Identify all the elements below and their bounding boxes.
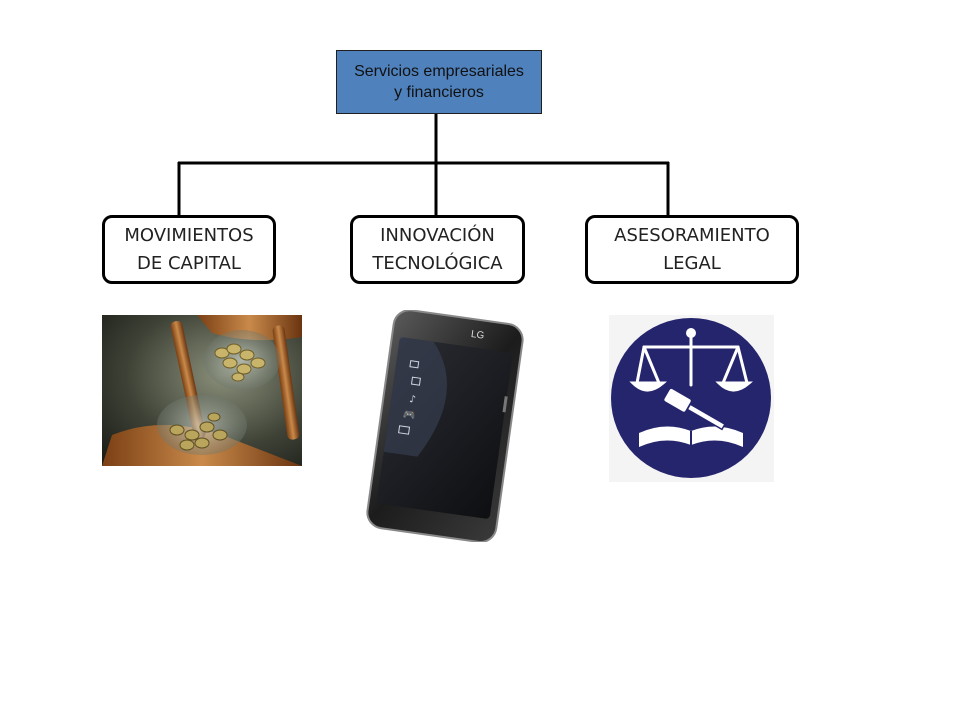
- hourglass-coins-image: [102, 315, 302, 466]
- svg-text:🎮: 🎮: [402, 409, 416, 422]
- root-node: Servicios empresariales y financieros: [336, 50, 542, 114]
- child-node-capital-movements: MOVIMIENTOS DE CAPITAL: [102, 215, 276, 284]
- scales-of-justice-image: [609, 315, 774, 482]
- phone-brand-text: LG: [470, 329, 485, 342]
- smartphone-image: LG ♪ 🎮: [366, 310, 524, 542]
- child-node-tech-innovation: INNOVACIÓN TECNOLÓGICA: [350, 215, 525, 284]
- child-node-legal-advice: ASESORAMIENTO LEGAL: [585, 215, 799, 284]
- svg-text:♪: ♪: [409, 394, 417, 406]
